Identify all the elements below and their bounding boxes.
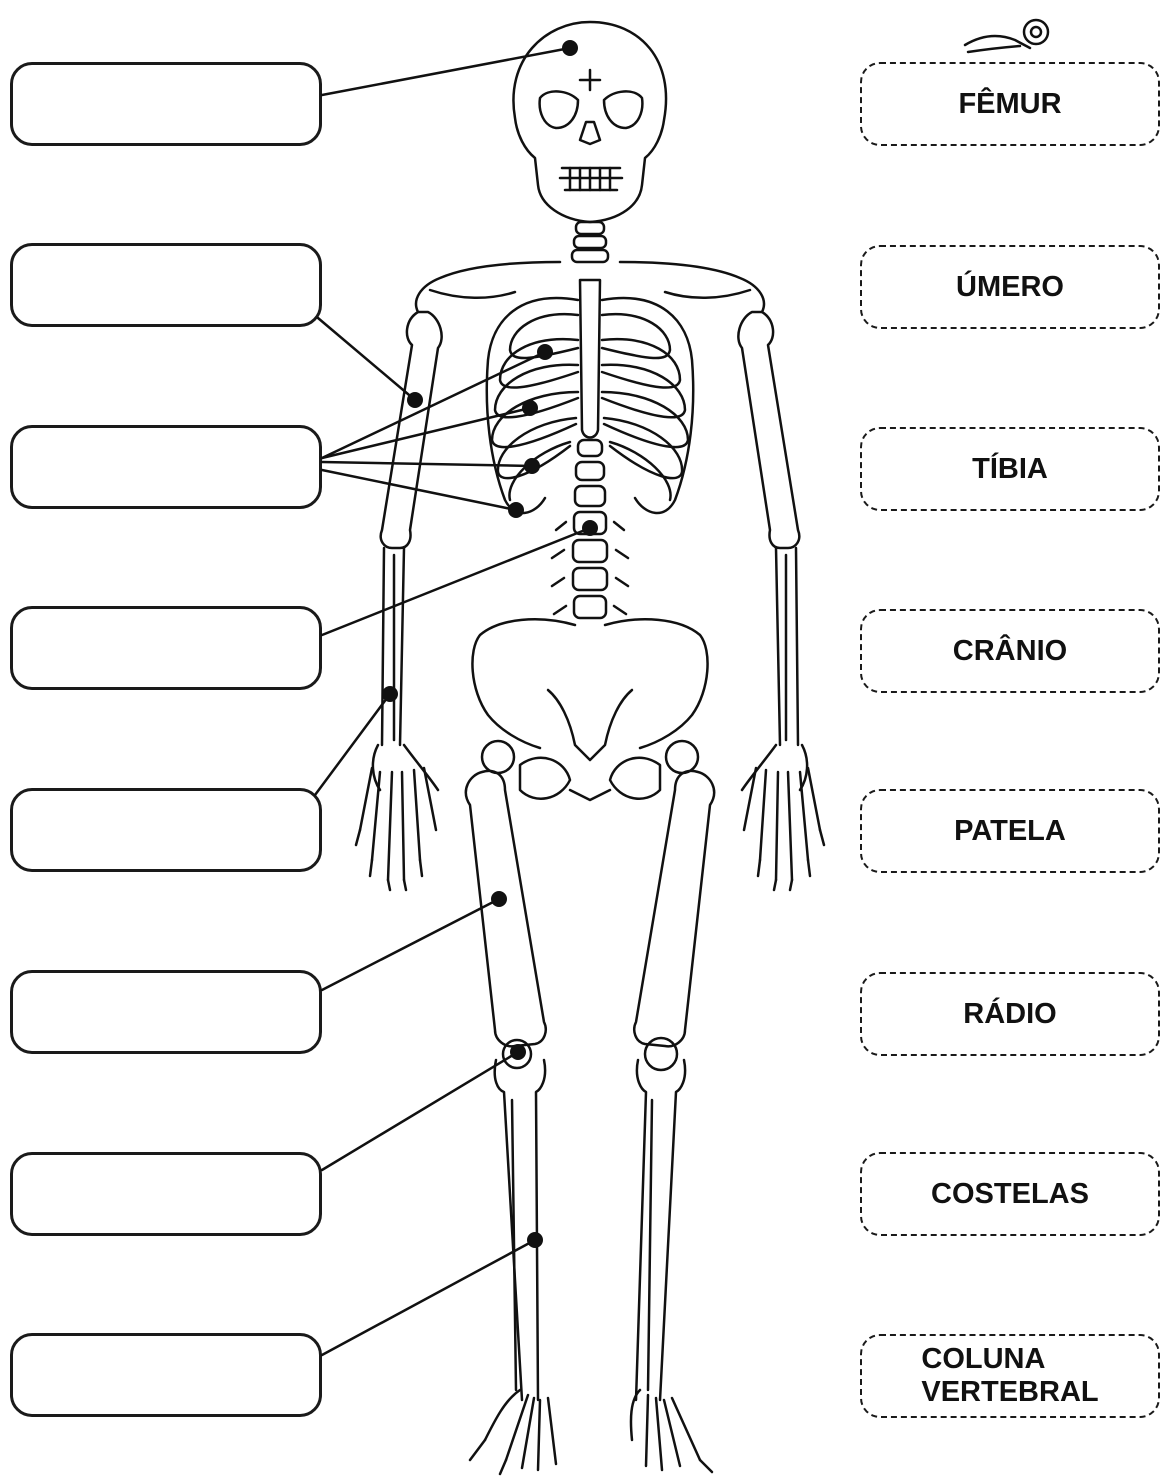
answer-box-6[interactable] (10, 970, 322, 1054)
rib-cage (487, 280, 693, 513)
left-arm (373, 312, 442, 790)
pointer-lines (315, 48, 590, 1355)
left-leg (466, 741, 546, 1400)
pointer-line-8 (322, 1240, 535, 1355)
pointer-line-4 (322, 528, 590, 635)
answer-box-3[interactable] (10, 425, 322, 509)
word-costelas: COSTELAS (931, 1178, 1089, 1211)
pointer-line-3a (322, 352, 545, 458)
answer-box-8[interactable] (10, 1333, 322, 1417)
dot-spine (582, 520, 598, 536)
pointer-line-2 (318, 318, 415, 400)
pointer-line-5 (315, 694, 390, 795)
answer-box-5[interactable] (10, 788, 322, 872)
answer-box-2[interactable] (10, 243, 322, 327)
dot-rib-1 (537, 344, 553, 360)
word-card-cranio[interactable]: CRÂNIO (860, 609, 1160, 693)
word-card-radio[interactable]: RÁDIO (860, 972, 1160, 1056)
word-coluna-line-1: COLUNA (921, 1343, 1098, 1376)
word-umero: ÚMERO (956, 271, 1064, 304)
skull (513, 22, 666, 222)
pointer-line-3b (322, 408, 530, 458)
dot-rib-4 (508, 502, 524, 518)
word-card-umero[interactable]: ÚMERO (860, 245, 1160, 329)
word-card-femur[interactable]: FÊMUR (860, 62, 1160, 146)
pointer-line-3d (322, 470, 516, 510)
lumbar-spine (552, 440, 628, 618)
word-patela: PATELA (954, 815, 1066, 848)
left-hand (356, 768, 436, 890)
word-femur: FÊMUR (958, 88, 1061, 121)
word-card-costelas[interactable]: COSTELAS (860, 1152, 1160, 1236)
dot-skull (562, 40, 578, 56)
word-card-patela[interactable]: PATELA (860, 789, 1160, 873)
right-arm (738, 312, 807, 790)
answer-box-1[interactable] (10, 62, 322, 146)
word-card-coluna-vertebral[interactable]: COLUNA VERTEBRAL (860, 1334, 1160, 1418)
shoulder-girdle (416, 262, 764, 312)
dot-rib-2 (522, 400, 538, 416)
word-coluna-vertebral: COLUNA VERTEBRAL (921, 1343, 1098, 1409)
word-coluna-line-2: VERTEBRAL (921, 1376, 1098, 1409)
right-foot (631, 1390, 712, 1472)
dot-patella (510, 1044, 526, 1060)
dot-femur (491, 891, 507, 907)
dot-tibia (527, 1232, 543, 1248)
pelvis (472, 619, 707, 800)
left-foot (470, 1390, 556, 1474)
answer-box-4[interactable] (10, 606, 322, 690)
pointer-line-3c (322, 462, 532, 466)
word-cranio: CRÂNIO (953, 635, 1067, 668)
right-leg (634, 741, 714, 1400)
word-tibia: TÍBIA (972, 453, 1048, 486)
right-hand (744, 768, 824, 890)
pointer-line-1 (322, 48, 570, 95)
dot-radius (382, 686, 398, 702)
word-card-tibia[interactable]: TÍBIA (860, 427, 1160, 511)
word-radio: RÁDIO (963, 998, 1056, 1031)
scissors-icon (965, 20, 1048, 52)
pointer-line-6 (322, 899, 499, 990)
dot-humerus (407, 392, 423, 408)
pointer-line-7 (322, 1052, 518, 1170)
dot-rib-3 (524, 458, 540, 474)
cervical-spine (572, 222, 608, 262)
answer-box-7[interactable] (10, 1152, 322, 1236)
pointer-dots (382, 40, 598, 1248)
